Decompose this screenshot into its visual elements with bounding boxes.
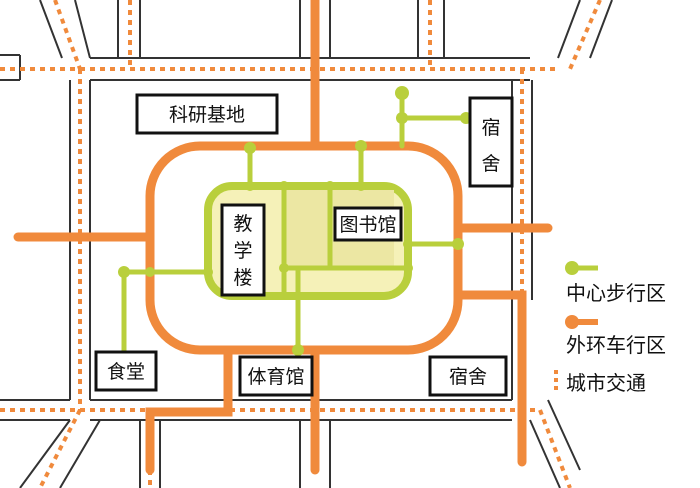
building-canteen: 食堂 bbox=[94, 350, 158, 392]
dormitory-se-label: 宿舍 bbox=[449, 366, 487, 388]
building-research-base: 科研基地 bbox=[135, 93, 279, 135]
teaching-label-1: 教 bbox=[233, 213, 252, 235]
legend-item-ring-road: 外环车行区 bbox=[565, 315, 666, 357]
research-base-label: 科研基地 bbox=[169, 104, 245, 126]
teaching-label-3: 楼 bbox=[233, 267, 252, 289]
legend-pedestrian-label: 中心步行区 bbox=[566, 281, 666, 305]
canteen-label: 食堂 bbox=[107, 361, 145, 383]
legend: 中心步行区 外环车行区 城市交通 bbox=[554, 261, 666, 395]
legend-item-urban-traffic: 城市交通 bbox=[554, 370, 646, 395]
building-dormitory-ne: 宿 舍 bbox=[468, 96, 514, 188]
building-teaching: 教 学 楼 bbox=[220, 203, 266, 297]
building-dormitory-se: 宿舍 bbox=[428, 355, 508, 397]
street-edges bbox=[0, 0, 613, 488]
dormitory-ne-label-1: 宿 bbox=[481, 117, 500, 139]
legend-urban-traffic-label: 城市交通 bbox=[566, 371, 646, 395]
dormitory-ne-label-2: 舍 bbox=[481, 153, 500, 175]
legend-ring-road-label: 外环车行区 bbox=[566, 333, 666, 357]
library-label: 图书馆 bbox=[339, 214, 396, 236]
teaching-label-2: 学 bbox=[233, 240, 252, 262]
gymnasium-label: 体育馆 bbox=[247, 366, 304, 388]
legend-item-pedestrian: 中心步行区 bbox=[565, 261, 666, 305]
building-gymnasium: 体育馆 bbox=[238, 355, 314, 397]
building-library: 图书馆 bbox=[333, 206, 403, 242]
